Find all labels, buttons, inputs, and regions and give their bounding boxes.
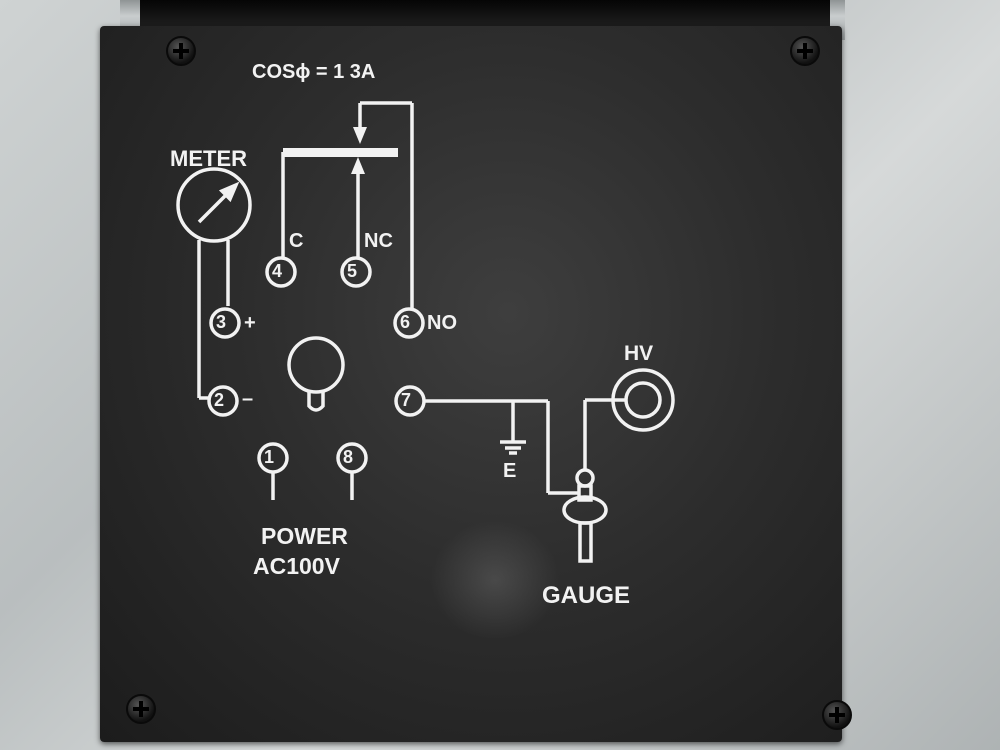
screw-icon — [790, 36, 820, 66]
gauge-tube-icon — [562, 468, 608, 563]
screw-icon — [126, 694, 156, 724]
rating-label: COSϕ = 1 3A — [252, 61, 376, 83]
terminal-3-number: 3 — [216, 312, 227, 332]
terminal-6-number: 6 — [400, 312, 411, 332]
meter-label: METER — [170, 146, 247, 171]
terminal-2-number: 2 — [214, 390, 225, 410]
hv-label: HV — [624, 342, 654, 365]
gauge-label: GAUGE — [542, 582, 631, 609]
terminal-1-number: 1 — [264, 447, 275, 467]
hv-connector-icon — [583, 368, 675, 470]
relay-contacts-icon — [281, 101, 414, 309]
contact-nc-label: NC — [364, 230, 393, 252]
terminal-panel — [100, 26, 842, 742]
terminal-8-number: 8 — [343, 447, 354, 467]
terminal-4-number: 4 — [272, 261, 283, 281]
terminal-7-number: 7 — [401, 390, 412, 410]
contact-no-label: NO — [427, 312, 457, 334]
voltage-label: AC100V — [253, 553, 340, 579]
screw-icon — [166, 36, 196, 66]
terminal-circles — [207, 256, 426, 474]
ground-icon — [424, 399, 548, 455]
terminal-5-number: 5 — [347, 261, 358, 281]
power-label: POWER — [261, 523, 348, 549]
meter-dial-icon — [176, 167, 252, 400]
terminal-3-polarity: + — [244, 312, 256, 334]
lamp-icon — [287, 336, 345, 412]
screw-icon — [822, 700, 852, 730]
surface-smudge — [430, 520, 560, 640]
ground-label: E — [503, 460, 517, 482]
terminal-2-polarity: – — [242, 388, 254, 410]
contact-c-label: C — [289, 230, 304, 252]
